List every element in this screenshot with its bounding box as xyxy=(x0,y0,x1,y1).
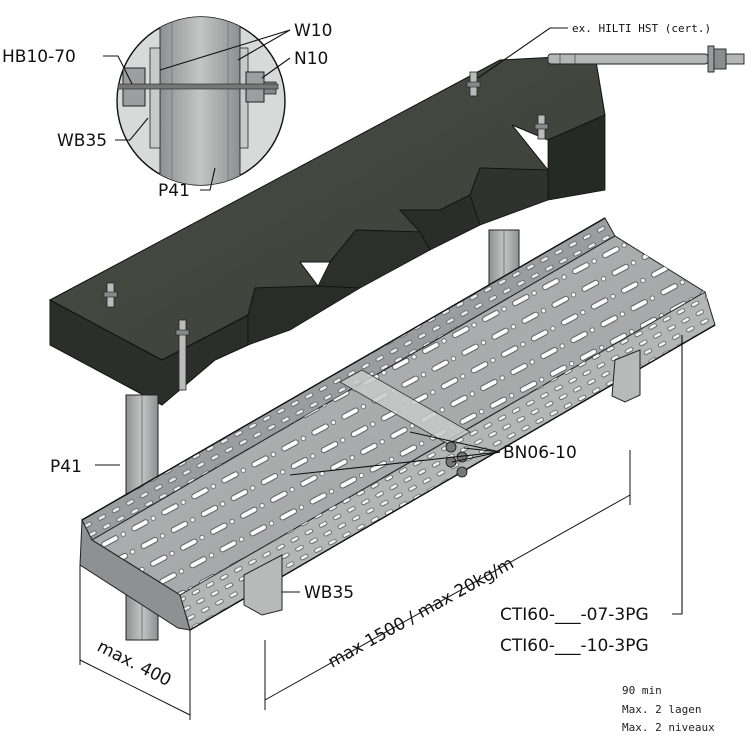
anchor-bolt xyxy=(466,71,481,97)
label-wb35-top: WB35 xyxy=(57,131,107,151)
leader-lines xyxy=(95,27,683,615)
dimension-width xyxy=(79,565,191,720)
label-cti60-10: CTI60-___-10-3PG xyxy=(500,636,649,656)
hilti-anchor-illustration xyxy=(547,45,745,73)
note-line: Max. 2 niveaux xyxy=(622,721,715,734)
tray-coupler xyxy=(339,369,471,445)
concrete-slab xyxy=(48,54,606,406)
label-p41-top: P41 xyxy=(158,181,190,201)
wb35-bracket xyxy=(243,554,283,616)
anchor-bolt xyxy=(103,282,118,308)
label-p41-left: P41 xyxy=(50,457,82,477)
label-w10: W10 xyxy=(294,21,332,41)
dimension-width-label: max. 400 xyxy=(94,637,175,691)
label-cti60-07: CTI60-___-07-3PG xyxy=(500,605,649,625)
wb35-bracket xyxy=(611,349,641,403)
slab-step-face xyxy=(247,285,362,346)
detail-circle xyxy=(116,16,286,186)
anchor-bolt xyxy=(534,114,549,140)
notes-block: 90 min Max. 2 lagen Max. 2 niveaux xyxy=(622,684,715,734)
dimension-span xyxy=(264,450,631,710)
dimension-span-label: max 1500 / max 20kg/m xyxy=(325,553,518,672)
label-hilti-anchor: ex. HILTI HST (cert.) xyxy=(572,22,711,35)
slab-step-face xyxy=(469,167,549,226)
label-bn06-10: BN06-10 xyxy=(503,443,577,463)
label-hb10-70: HB10-70 xyxy=(2,47,76,67)
anchor-bolt xyxy=(175,319,190,391)
label-n10: N10 xyxy=(294,49,328,69)
label-wb35-bottom: WB35 xyxy=(304,583,354,603)
note-line: 90 min xyxy=(622,684,662,697)
note-line: Max. 2 lagen xyxy=(622,703,701,716)
